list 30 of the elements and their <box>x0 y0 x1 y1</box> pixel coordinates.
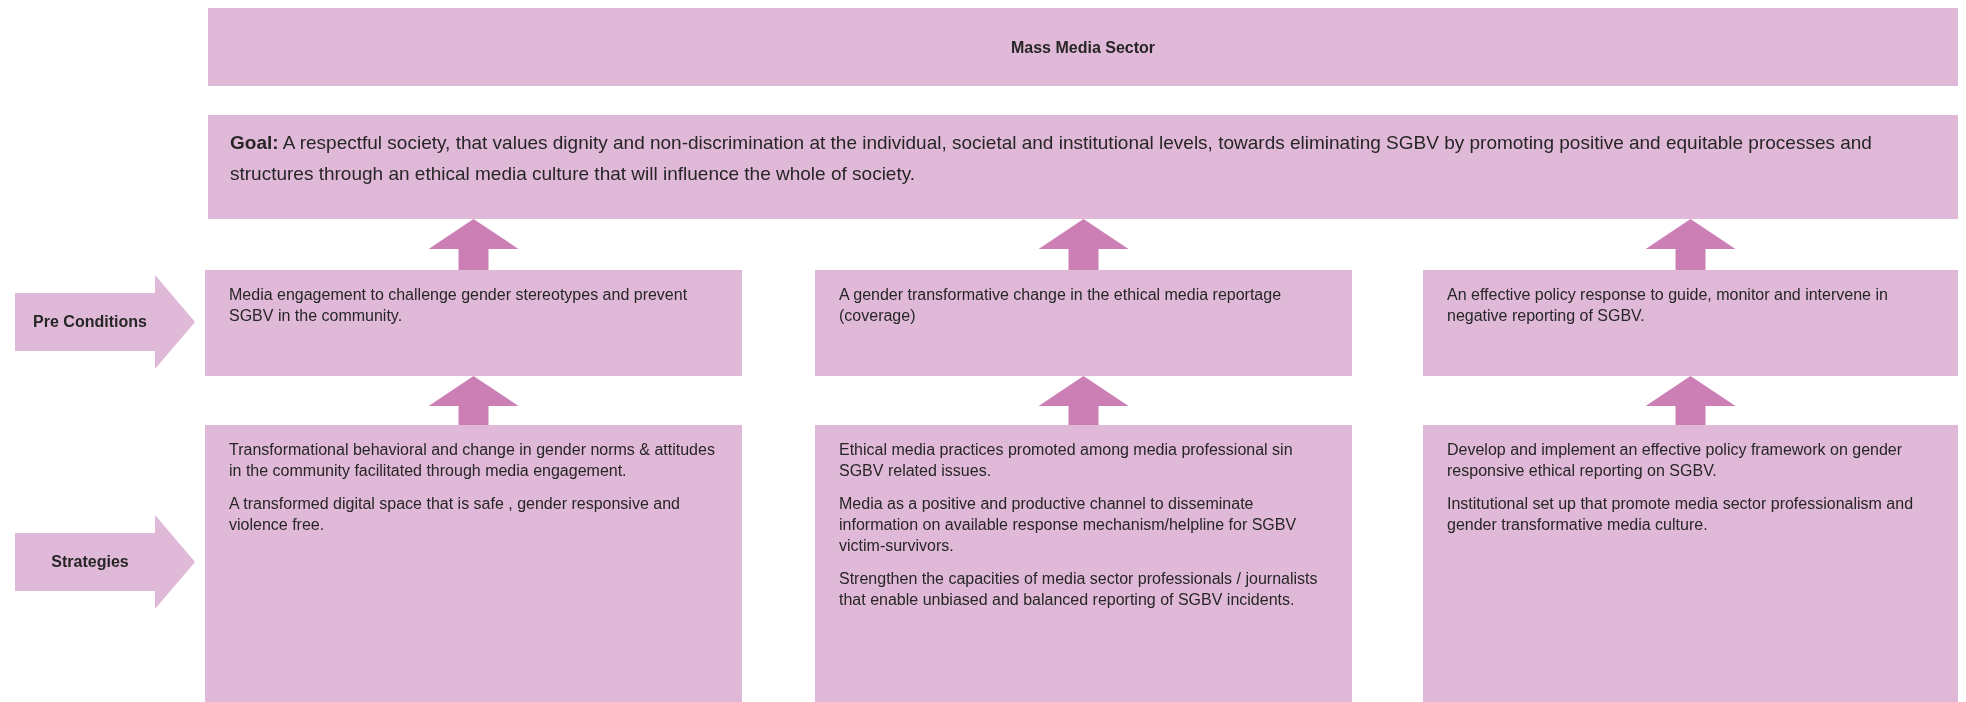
precondition-box <box>815 270 1352 376</box>
block-arrow <box>428 219 519 270</box>
precondition-box <box>1423 270 1958 376</box>
row-label-arrow <box>15 275 195 369</box>
row-label: Pre Conditions <box>33 313 148 331</box>
statement-text: Media as a positive and productive channel to disseminate information on available response mechanism/helpline for SGBV victim-survivors. <box>839 494 1298 556</box>
goal-box <box>208 115 1958 219</box>
block-arrow <box>1038 219 1129 270</box>
row-label-arrow <box>15 515 195 609</box>
statement-text: Ethical media practices promoted among media professional sin SGBV related issues. <box>839 440 1294 481</box>
block-arrow <box>1645 219 1736 270</box>
statement-text: An effective policy response to guide, monitor and intervene in negative reporting of SGBV. <box>1447 285 1889 326</box>
row-label: Strategies <box>51 553 130 571</box>
strategy-box <box>815 425 1352 702</box>
sector-banner <box>208 8 1958 86</box>
block-arrow <box>1645 376 1736 425</box>
statement-text: Transformational behavioral and change in gender norms & attitudes in the community facilitated through media engagement. <box>229 440 716 481</box>
statement-text: Develop and implement an effective policy framework on gender responsive ethical reporting on SGBV. <box>1447 440 1904 481</box>
statement-text: Strengthen the capacities of media sector professionals / journalists that enable unbiased and balanced reporting of SGBV incidents. <box>839 569 1319 610</box>
block-arrow <box>428 376 519 425</box>
statement-text: Media engagement to challenge gender stereotypes and prevent SGBV in the community. <box>229 285 689 326</box>
strategy-box <box>205 425 742 702</box>
statement-text: A gender transformative change in the ethical media reportage (coverage) <box>839 285 1283 326</box>
statement-text: A transformed digital space that is safe , gender responsive and violence free. <box>229 494 681 535</box>
goal-statement: Goal: A respectful society, that values dignity and non-discrimination at the individual, societal and institutional levels, towards eliminating SGBV by promoting positive and equitable processes and structures through an ethical media culture that will influence the whole of society. <box>230 131 1873 186</box>
sector-heading: Mass Media Sector <box>1010 37 1156 58</box>
statement-text: Institutional set up that promote media sector professionalism and gender transformative media culture. <box>1447 494 1915 535</box>
strategy-box <box>1423 425 1958 702</box>
precondition-box <box>205 270 742 376</box>
block-arrow <box>1038 376 1129 425</box>
